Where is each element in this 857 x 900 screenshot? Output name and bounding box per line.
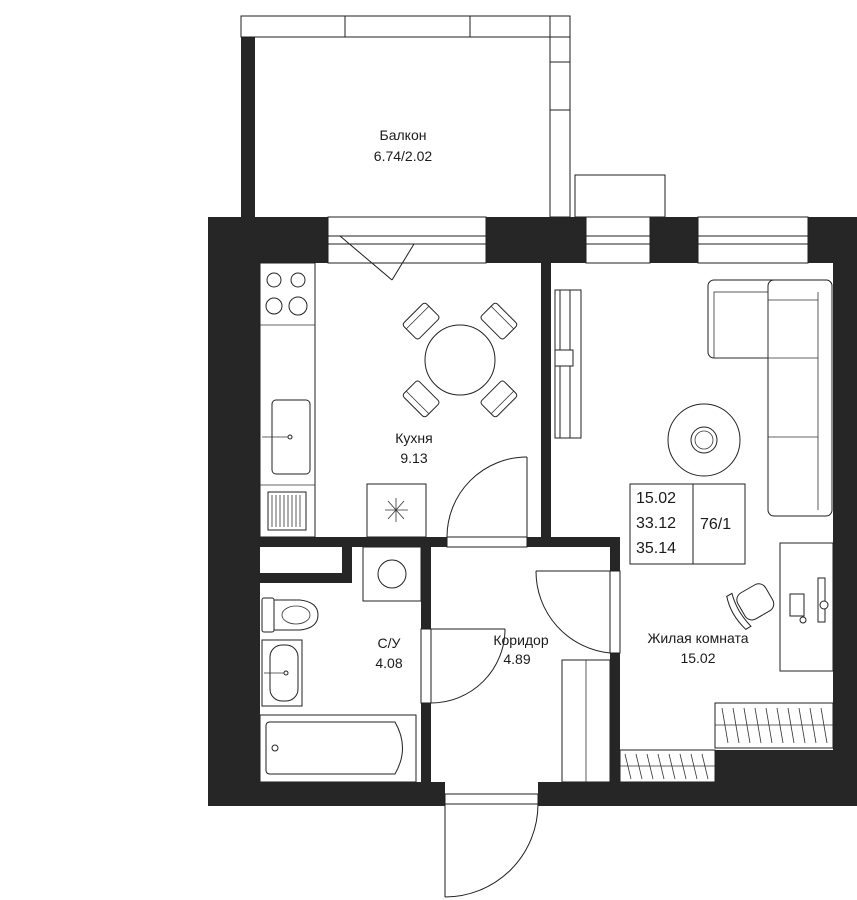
balcony-name: Балкон xyxy=(380,127,427,143)
apartment-number: 76/1 xyxy=(700,516,731,533)
living-furniture xyxy=(554,279,834,783)
living-area-total: 15.02 xyxy=(636,490,676,507)
living-name: Жилая комната xyxy=(647,630,748,646)
bathroom-fixtures xyxy=(259,546,422,783)
hanger-icon xyxy=(646,753,654,780)
total-area: 33.12 xyxy=(636,515,676,532)
hanger-icon xyxy=(765,707,773,744)
balcony-wall xyxy=(241,37,255,217)
wall-corr-living-top xyxy=(610,547,620,571)
wall-top-1 xyxy=(208,217,328,263)
hanger-icon xyxy=(743,707,751,744)
hanger-icon xyxy=(701,753,709,780)
hanger-icon xyxy=(787,707,795,744)
balcony-window xyxy=(574,174,666,218)
hanger-icon xyxy=(679,753,687,780)
hanger-icon xyxy=(635,753,643,780)
room-labels: Балкон 6.74/2.02 Кухня 9.13 С/У 4.08 Кор… xyxy=(374,127,749,671)
interior-walls xyxy=(260,263,620,806)
bathtub-icon xyxy=(259,714,417,783)
wardrobe-living-2 xyxy=(619,749,716,783)
hanger-icon xyxy=(624,753,632,780)
hanger-icon xyxy=(754,707,762,744)
hanger-icon xyxy=(668,753,676,780)
wall-right xyxy=(833,217,857,806)
balcony-area: 6.74/2.02 xyxy=(374,148,433,164)
wall-kitchen-living xyxy=(541,263,551,537)
balcony-railing-top xyxy=(240,15,571,38)
wall-bottom-left xyxy=(208,782,445,806)
sofa-icon xyxy=(707,279,833,517)
windows-top xyxy=(327,216,809,264)
wall-top-4 xyxy=(808,217,857,263)
kitchen-name: Кухня xyxy=(395,430,432,446)
wall-kitchen-bottom-2 xyxy=(527,537,620,547)
kitchen-furniture xyxy=(259,262,518,538)
hanger-icon xyxy=(732,707,740,744)
monitor-icon xyxy=(817,577,826,623)
dining-table-icon xyxy=(402,302,518,418)
wall-bath-corr-top xyxy=(421,547,431,629)
wall-kitchen-bottom-1 xyxy=(260,537,447,547)
tv-icon xyxy=(554,349,574,367)
hanger-icon xyxy=(809,707,817,744)
desk-chair-icon xyxy=(726,583,775,630)
wall-corr-living-bottom xyxy=(610,653,620,782)
burner-icon xyxy=(266,272,282,288)
toilet-icon xyxy=(261,597,319,633)
hanger-icon xyxy=(820,707,828,744)
wall-bottom-right xyxy=(538,782,620,806)
hanger-icon xyxy=(657,753,665,780)
wall-top-2 xyxy=(486,217,586,263)
corridor-name: Коридор xyxy=(493,632,549,648)
hanger-icon xyxy=(690,753,698,780)
hanger-icon xyxy=(798,707,806,744)
wall-top-3 xyxy=(650,217,698,263)
balcony-railing-right xyxy=(549,15,571,218)
hanger-icon xyxy=(721,707,729,744)
balcony-door xyxy=(339,235,415,281)
hanger-icon xyxy=(776,707,784,744)
bathroom-name: С/У xyxy=(378,635,401,651)
corridor-area: 4.89 xyxy=(503,651,530,667)
kitchen-area: 9.13 xyxy=(400,450,427,466)
corridor-wardrobe xyxy=(561,659,611,783)
bathroom-area: 4.08 xyxy=(375,655,402,671)
summary-box: 15.02 33.12 35.14 76/1 xyxy=(629,483,746,565)
wall-left xyxy=(208,217,260,806)
keyboard-icon xyxy=(789,593,805,617)
shaft-bottom xyxy=(260,573,352,583)
total-area-with-balcony: 35.14 xyxy=(636,540,676,557)
shaft-side xyxy=(342,547,352,583)
balcony xyxy=(240,15,666,218)
doors xyxy=(420,456,621,898)
living-area: 15.02 xyxy=(680,650,715,666)
wall-bath-corr-bottom xyxy=(421,703,431,806)
